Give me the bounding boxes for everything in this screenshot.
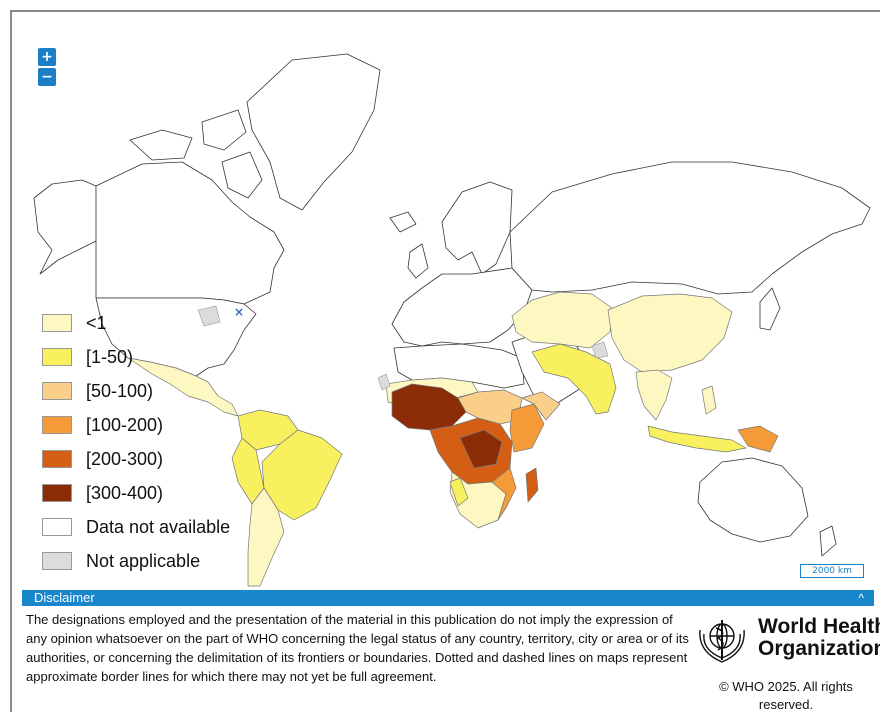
region-japan bbox=[759, 287, 781, 331]
organization-name: World Health Organization bbox=[758, 616, 880, 660]
region-mexico bbox=[127, 357, 239, 417]
map-marker-icon: × bbox=[234, 305, 244, 319]
region-brazil bbox=[261, 429, 343, 521]
disclaimer-panel: The designations employed and the presen… bbox=[12, 608, 880, 712]
region-madagascar bbox=[525, 467, 539, 503]
disclaimer-text: The designations employed and the presen… bbox=[26, 612, 689, 684]
legend-swatch bbox=[42, 382, 72, 400]
legend-swatch bbox=[42, 314, 72, 332]
region-chile-argentina bbox=[247, 487, 285, 587]
region-russia bbox=[509, 161, 871, 295]
legend-swatch bbox=[42, 518, 72, 536]
legend-label: [200-300) bbox=[86, 449, 164, 469]
legend-label: [300-400) bbox=[86, 483, 164, 503]
zoom-in-button[interactable]: + bbox=[38, 48, 56, 66]
region-alaska bbox=[33, 179, 99, 275]
disclaimer-title: Disclaimer bbox=[34, 590, 95, 605]
region-not-applicable-2 bbox=[377, 373, 391, 391]
region-mozambique bbox=[491, 467, 517, 521]
legend-label: Not applicable bbox=[86, 551, 201, 571]
region-horn bbox=[521, 391, 561, 421]
who-logo: World Health Organization bbox=[692, 614, 880, 664]
region-not-applicable-3 bbox=[197, 305, 221, 327]
region-australia bbox=[697, 457, 809, 543]
world-map[interactable]: × + − <1 [1-50) [50-100) [100-200) [200-300)… bbox=[12, 12, 880, 590]
copyright-text: © WHO 2025. All rights reserved. bbox=[719, 679, 853, 712]
region-europe bbox=[391, 267, 533, 347]
who-emblem-icon bbox=[699, 620, 745, 663]
region-drc-core bbox=[459, 429, 503, 469]
region-west-africa bbox=[391, 383, 467, 431]
region-iceland bbox=[389, 211, 417, 233]
region-namibia bbox=[449, 477, 469, 507]
zoom-out-button[interactable]: − bbox=[38, 68, 56, 86]
region-south-asia bbox=[531, 343, 617, 415]
region-philippines bbox=[701, 385, 717, 415]
region-not-applicable-1 bbox=[591, 341, 609, 359]
region-new-zealand bbox=[819, 525, 837, 557]
region-arctic-islands-2 bbox=[201, 109, 247, 151]
collapse-icon[interactable]: ^ bbox=[858, 591, 864, 605]
organization-name-line2: Organization bbox=[758, 637, 880, 660]
disclaimer-toggle[interactable]: Disclaimer ^ bbox=[22, 590, 874, 606]
legend-label: [50-100) bbox=[86, 381, 154, 401]
legend-label: <1 bbox=[86, 313, 107, 333]
legend-swatch bbox=[42, 450, 72, 468]
region-east-africa bbox=[509, 403, 545, 453]
legend-swatch bbox=[42, 552, 72, 570]
region-baffin bbox=[221, 151, 263, 199]
scale-bar: 2000 km bbox=[800, 564, 864, 578]
region-china bbox=[607, 293, 733, 373]
region-greenland bbox=[246, 53, 381, 211]
legend-label: Data not available bbox=[86, 517, 231, 537]
legend-swatch bbox=[42, 348, 72, 366]
region-se-asia bbox=[635, 369, 673, 421]
region-arctic-islands bbox=[129, 129, 193, 161]
region-uk bbox=[407, 243, 429, 279]
region-papua-new-guinea bbox=[737, 425, 779, 453]
legend-swatch bbox=[42, 416, 72, 434]
legend-swatch bbox=[42, 484, 72, 502]
region-scandinavia bbox=[441, 181, 513, 275]
region-north-africa bbox=[393, 343, 525, 389]
world-map-canvas[interactable]: × bbox=[12, 12, 880, 590]
map-window: × + − <1 [1-50) [50-100) [100-200) [200-300)… bbox=[10, 10, 880, 712]
legend-label: [1-50) bbox=[86, 347, 134, 367]
region-central-asia bbox=[511, 291, 613, 349]
organization-name-line1: World Health bbox=[758, 615, 880, 638]
legend-label: [100-200) bbox=[86, 415, 164, 435]
region-indonesia bbox=[647, 425, 747, 453]
